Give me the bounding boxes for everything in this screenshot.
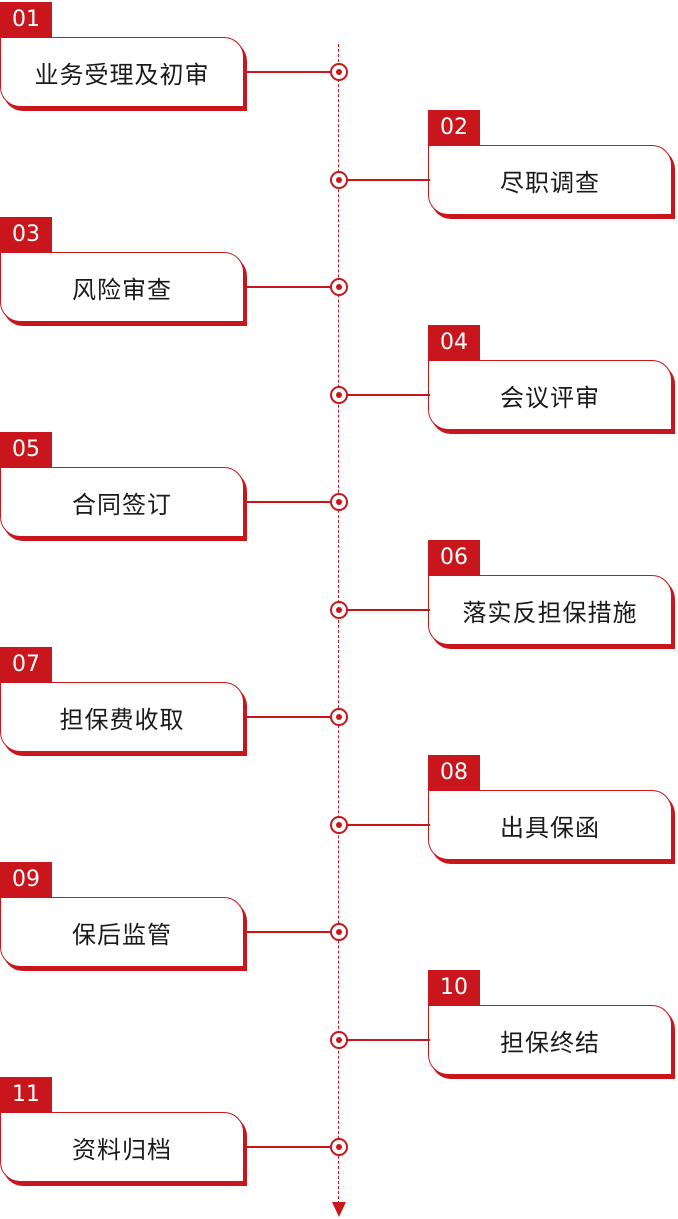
timeline-axis — [338, 44, 339, 1204]
step-number: 02 — [428, 110, 480, 145]
timeline-node-icon — [330, 278, 348, 296]
timeline-node-icon — [330, 1031, 348, 1049]
step-connector — [246, 931, 339, 933]
step-label: 出具保函 — [428, 790, 672, 860]
step-connector — [339, 609, 430, 611]
timeline-node-icon — [330, 708, 348, 726]
step-label: 业务受理及初审 — [0, 37, 244, 107]
step-label: 资料归档 — [0, 1112, 244, 1182]
step-label: 会议评审 — [428, 360, 672, 430]
step-connector — [246, 1146, 339, 1148]
step-label: 风险审查 — [0, 252, 244, 322]
timeline-node-icon — [330, 601, 348, 619]
step-connector — [339, 179, 430, 181]
step-connector — [246, 716, 339, 718]
step-connector — [246, 286, 339, 288]
timeline-arrow-icon — [332, 1202, 346, 1217]
timeline-node-icon — [330, 63, 348, 81]
step-label: 落实反担保措施 — [428, 575, 672, 645]
step-connector — [246, 71, 339, 73]
step-number: 07 — [0, 647, 52, 682]
timeline-node-icon — [330, 923, 348, 941]
step-label: 尽职调查 — [428, 145, 672, 215]
step-number: 11 — [0, 1077, 52, 1112]
step-label: 保后监管 — [0, 897, 244, 967]
step-label: 担保终结 — [428, 1005, 672, 1075]
timeline-node-icon — [330, 171, 348, 189]
step-connector — [339, 394, 430, 396]
step-connector — [246, 501, 339, 503]
timeline-node-icon — [330, 386, 348, 404]
step-label: 合同签订 — [0, 467, 244, 537]
timeline-node-icon — [330, 1138, 348, 1156]
step-number: 05 — [0, 432, 52, 467]
step-number: 08 — [428, 755, 480, 790]
step-number: 09 — [0, 862, 52, 897]
step-number: 03 — [0, 217, 52, 252]
step-connector — [339, 1039, 430, 1041]
timeline-node-icon — [330, 493, 348, 511]
step-number: 06 — [428, 540, 480, 575]
timeline-node-icon — [330, 816, 348, 834]
step-number: 01 — [0, 2, 52, 37]
step-label: 担保费收取 — [0, 682, 244, 752]
step-number: 10 — [428, 970, 480, 1005]
step-number: 04 — [428, 325, 480, 360]
step-connector — [339, 824, 430, 826]
